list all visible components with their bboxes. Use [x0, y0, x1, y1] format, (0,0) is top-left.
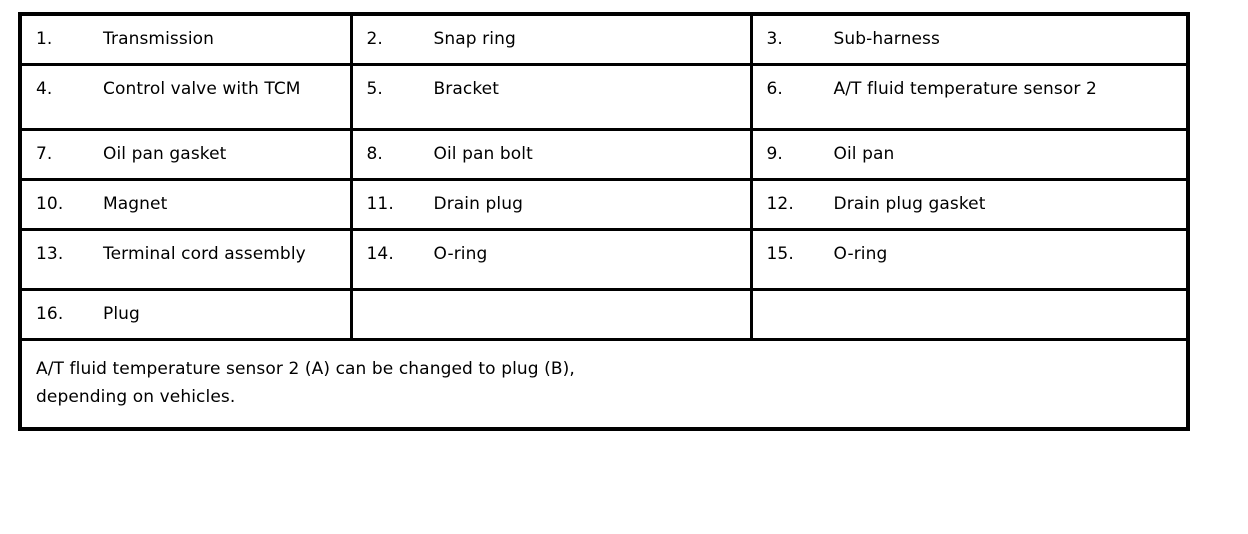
- item-number: 9.: [766, 144, 783, 164]
- table-cell-15: 15. O-ring: [749, 228, 1190, 291]
- table-cell-5: 5. Bracket: [349, 63, 753, 131]
- item-number: 5.: [366, 79, 383, 99]
- item-label: Control valve with TCM: [103, 79, 301, 99]
- item-label: Magnet: [103, 194, 168, 214]
- item-label: O-ring: [433, 244, 488, 264]
- table-cell-empty-a: [349, 288, 753, 341]
- item-label: A/T fluid temperature sensor 2: [833, 79, 1097, 99]
- note-cell: A/T fluid temperature sensor 2 (A) can b…: [18, 338, 1190, 431]
- item-label: Oil pan bolt: [433, 144, 533, 164]
- item-number: 1.: [36, 29, 53, 49]
- item-label: Snap ring: [433, 29, 516, 49]
- item-label: Transmission: [103, 29, 215, 49]
- item-number: 3.: [766, 29, 783, 49]
- item-number: 6.: [766, 79, 783, 99]
- table-row: 16. Plug: [18, 288, 1190, 341]
- item-label: Terminal cord assembly: [103, 244, 306, 264]
- item-label: Drain plug: [433, 194, 523, 214]
- item-number: 2.: [366, 29, 383, 49]
- table-cell-7: 7. Oil pan gasket: [18, 128, 353, 181]
- table-row: 4. Control valve with TCM 5. Bracket 6. …: [18, 63, 1190, 131]
- note-line-1: A/T fluid temperature sensor 2 (A) can b…: [36, 359, 575, 379]
- item-number: 16.: [36, 304, 64, 324]
- table-cell-3: 3. Sub-harness: [749, 12, 1190, 66]
- item-number: 10.: [36, 194, 64, 214]
- table-cell-13: 13. Terminal cord assembly: [18, 228, 353, 291]
- item-number: 7.: [36, 144, 53, 164]
- item-label: Oil pan: [833, 144, 895, 164]
- table-row: 7. Oil pan gasket 8. Oil pan bolt 9. Oil…: [18, 128, 1190, 181]
- item-label: Drain plug gasket: [833, 194, 986, 214]
- table-cell-empty-b: [749, 288, 1190, 341]
- table-cell-14: 14. O-ring: [349, 228, 753, 291]
- item-label: Plug: [103, 304, 140, 324]
- table-row: 13. Terminal cord assembly 14. O-ring 15…: [18, 228, 1190, 291]
- table-note-row: A/T fluid temperature sensor 2 (A) can b…: [18, 338, 1190, 431]
- note-text: A/T fluid temperature sensor 2 (A) can b…: [22, 341, 1186, 427]
- item-number: 12.: [766, 194, 794, 214]
- table-cell-10: 10. Magnet: [18, 178, 353, 231]
- table-cell-2: 2. Snap ring: [349, 12, 753, 66]
- item-number: 15.: [766, 244, 794, 264]
- table-cell-16: 16. Plug: [18, 288, 353, 341]
- table-row: 10. Magnet 11. Drain plug 12. Drain plug…: [18, 178, 1190, 231]
- item-label: Sub-harness: [833, 29, 940, 49]
- item-label: Oil pan gasket: [103, 144, 227, 164]
- item-number: 11.: [366, 194, 394, 214]
- table-cell-12: 12. Drain plug gasket: [749, 178, 1190, 231]
- table-cell-1: 1. Transmission: [18, 12, 353, 66]
- item-number: 14.: [366, 244, 394, 264]
- table-row: 1. Transmission 2. Snap ring 3. Sub-harn…: [18, 12, 1190, 66]
- note-line-2: depending on vehicles.: [36, 387, 236, 407]
- table-cell-8: 8. Oil pan bolt: [349, 128, 753, 181]
- item-label: O-ring: [833, 244, 888, 264]
- item-number: 8.: [366, 144, 383, 164]
- table-cell-11: 11. Drain plug: [349, 178, 753, 231]
- table-cell-4: 4. Control valve with TCM: [18, 63, 353, 131]
- item-number: 13.: [36, 244, 64, 264]
- item-number: 4.: [36, 79, 53, 99]
- parts-table: 1. Transmission 2. Snap ring 3. Sub-harn…: [18, 12, 1190, 431]
- table-cell-6: 6. A/T fluid temperature sensor 2: [749, 63, 1190, 131]
- table-cell-9: 9. Oil pan: [749, 128, 1190, 181]
- item-label: Bracket: [433, 79, 499, 99]
